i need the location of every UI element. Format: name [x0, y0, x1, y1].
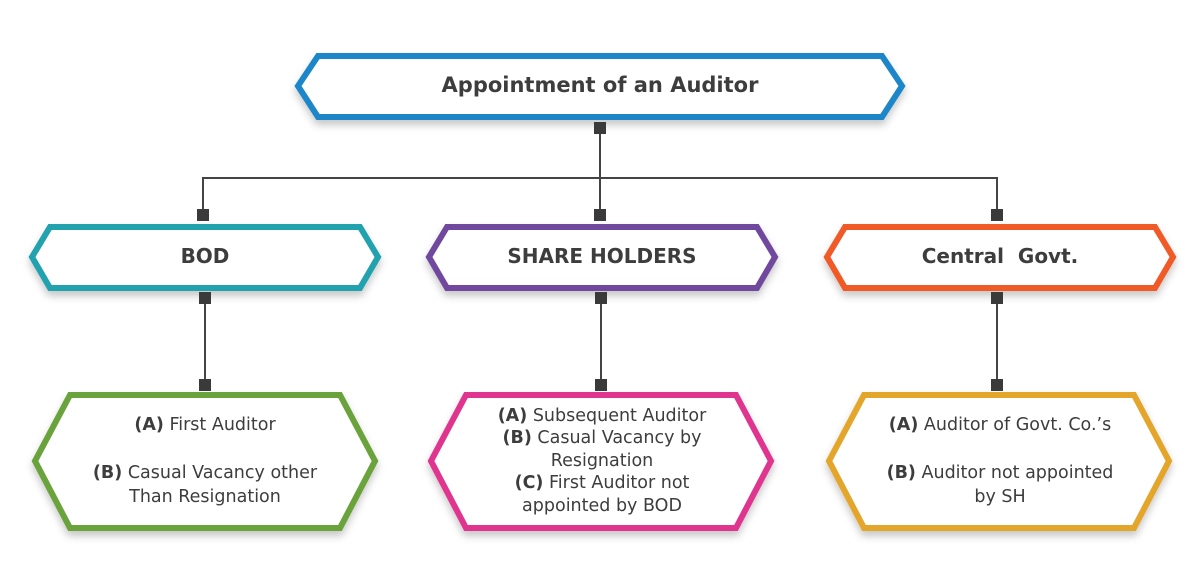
shareholders-item-b: (B) Casual Vacancy by	[502, 427, 701, 450]
bod-item-b: (B) Casual Vacancy other	[93, 461, 317, 485]
heading-shareholders: SHARE HOLDERS	[507, 244, 697, 268]
central-govt-box	[823, 224, 1177, 291]
shareholders-detail: (A) Subsequent Auditor (B) Casual Vacanc…	[447, 398, 757, 524]
item-tag: (B)	[886, 463, 916, 483]
shareholders-item-c-cont: appointed by BOD	[522, 495, 682, 516]
bod-detail: (A) First Auditor (B) Casual Vacancy oth…	[50, 398, 360, 524]
item-text: Auditor of Govt. Co.’s	[923, 415, 1112, 435]
central-govt-detail: (A) Auditor of Govt. Co.’s (B) Auditor n…	[845, 398, 1155, 524]
item-text: Auditor not appointed	[921, 463, 1114, 483]
item-text: Casual Vacancy by	[537, 428, 702, 449]
bod-item-a: (A) First Auditor	[134, 413, 275, 437]
item-tag: (A)	[134, 415, 164, 435]
item-text: First Auditor	[169, 415, 276, 435]
bod-box	[28, 224, 382, 291]
item-tag: (B)	[92, 463, 123, 483]
item-tag: (A)	[888, 415, 919, 435]
connector-nodes	[197, 122, 1003, 391]
diagram-title: Appointment of an Auditor	[441, 73, 759, 97]
shareholders-item-c: (C) First Auditor not	[515, 472, 690, 495]
bod-detail-box	[31, 392, 379, 531]
item-text: Casual Vacancy other	[127, 463, 318, 483]
central-govt-item-b-cont: by SH	[974, 487, 1026, 507]
item-tag: (A)	[497, 405, 528, 426]
item-tag: (C)	[514, 473, 544, 494]
item-text: First Auditor not	[549, 473, 690, 494]
shareholders-item-a: (A) Subsequent Auditor	[498, 405, 707, 428]
heading-central-govt: Central Govt.	[921, 244, 1079, 268]
shareholders-item-b-cont: Resignation	[550, 450, 654, 471]
title-box	[294, 53, 906, 120]
central-govt-item-a: (A) Auditor of Govt. Co.’s	[889, 413, 1111, 437]
connector-lines	[202, 128, 998, 385]
item-text: Subsequent Auditor	[532, 405, 707, 426]
shareholders-detail-box	[427, 392, 775, 531]
bod-item-b-cont: Than Resignation	[129, 487, 281, 507]
heading-bod: BOD	[180, 244, 230, 268]
central-govt-item-b: (B) Auditor not appointed	[887, 461, 1114, 485]
central-govt-detail-box	[825, 392, 1173, 531]
shareholders-box	[425, 224, 779, 291]
item-tag: (B)	[502, 428, 532, 449]
